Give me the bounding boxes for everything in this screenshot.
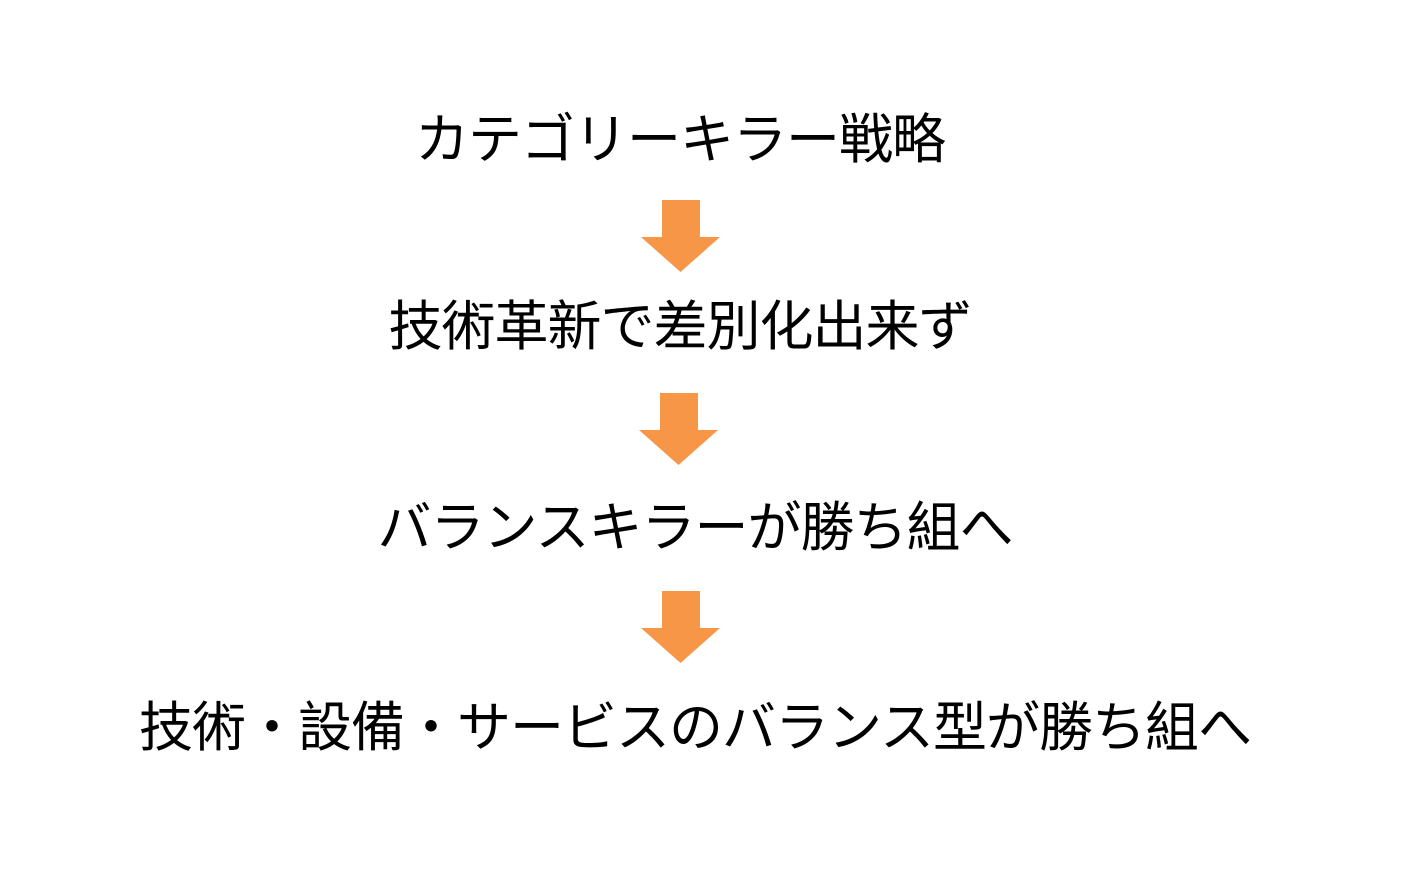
step-balanced-type-wins: 技術・設備・サービスのバランス型が勝ち組へ	[139, 696, 1252, 759]
down-arrow-icon	[641, 591, 720, 663]
step-category-killer-strategy: カテゴリーキラー戦略	[415, 108, 946, 171]
step-no-tech-differentiation: 技術革新で差別化出来ず	[388, 295, 973, 358]
down-arrow-icon	[639, 393, 718, 465]
down-arrow-icon	[641, 200, 720, 272]
step-balance-killer-wins: バランスキラーが勝ち組へ	[377, 496, 1014, 559]
